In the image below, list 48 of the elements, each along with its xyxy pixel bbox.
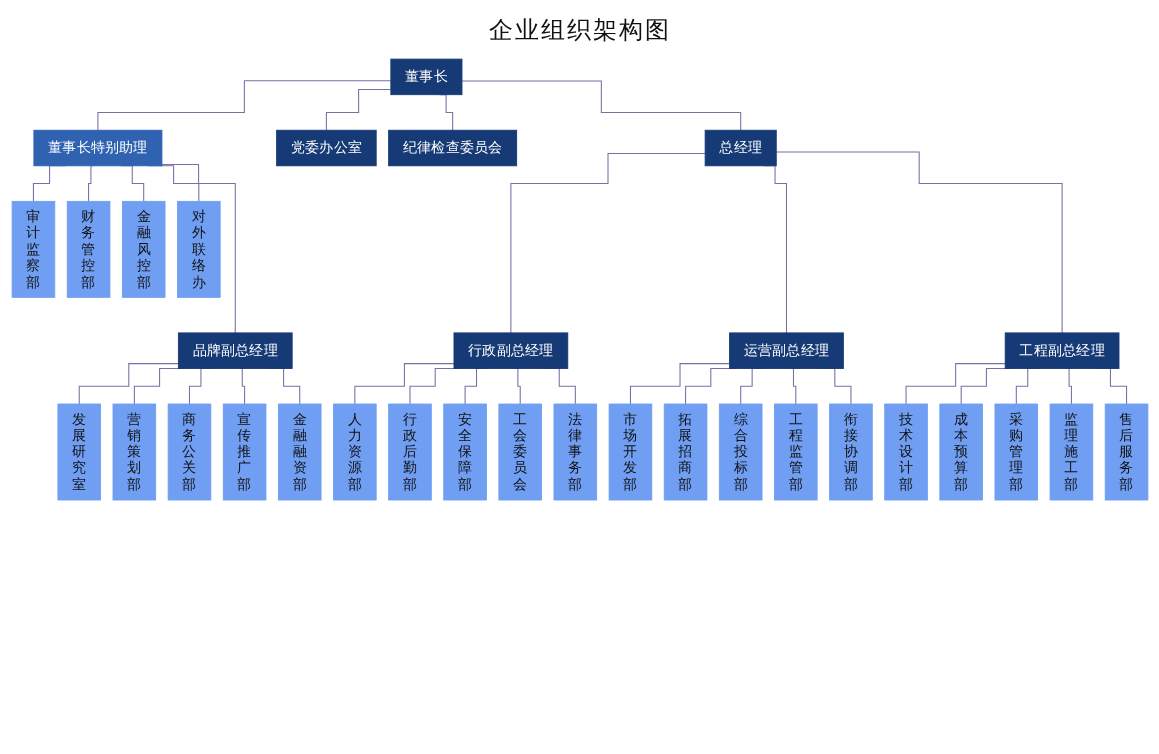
node-box: 人力资源部 xyxy=(332,403,377,501)
node-box: 监理施工部 xyxy=(1049,403,1093,501)
node-box: 对外联络办 xyxy=(176,200,221,298)
node-box: 总经理 xyxy=(704,129,777,167)
node-box: 行政副总经理 xyxy=(453,332,568,369)
connector xyxy=(460,80,741,131)
node-box: 审计监察部 xyxy=(11,200,55,298)
node-box: 市场开发部 xyxy=(608,403,652,501)
node-box: 金融风控部 xyxy=(121,200,165,298)
connector xyxy=(78,363,179,405)
node-box: 金融融资部 xyxy=(277,403,321,501)
diagram-title: 企业组织架构图 xyxy=(487,15,672,46)
connector xyxy=(790,367,796,405)
node-box: 纪律检查委员会 xyxy=(387,129,517,167)
connector xyxy=(629,363,730,405)
connector xyxy=(325,89,391,131)
connector xyxy=(514,367,521,405)
connector xyxy=(160,164,236,334)
connector xyxy=(775,151,1063,334)
node-box: 成本预算部 xyxy=(938,403,983,501)
connector xyxy=(1065,367,1072,405)
node-box: 品牌副总经理 xyxy=(177,332,293,369)
node-box: 党委办公室 xyxy=(275,129,377,167)
node-box: 董事长 xyxy=(389,58,462,96)
node-box: 工程副总经理 xyxy=(1004,332,1119,369)
connector xyxy=(509,153,706,334)
node-box: 综合投标部 xyxy=(718,403,762,501)
node-box: 采购管理部 xyxy=(994,403,1038,501)
node-box: 安全保障部 xyxy=(442,403,487,501)
node-box: 宣传推广部 xyxy=(222,403,266,501)
node-box: 工程监管部 xyxy=(773,403,818,501)
node-box: 运营副总经理 xyxy=(728,332,844,369)
node-box: 法律事务部 xyxy=(553,403,597,501)
node-box: 商务公关部 xyxy=(167,403,211,501)
node-box: 拓展招商部 xyxy=(663,403,707,501)
node-box: 董事长特别助理 xyxy=(32,129,162,167)
connector xyxy=(353,363,454,405)
node-box: 售后服务部 xyxy=(1104,403,1148,501)
node-box: 工会委员会 xyxy=(497,403,542,501)
connector xyxy=(96,80,391,131)
node-box: 技术设计部 xyxy=(883,403,928,501)
connector xyxy=(87,165,94,202)
connector xyxy=(905,363,1006,405)
node-box: 营销策划部 xyxy=(112,403,156,501)
node-box: 财务管控部 xyxy=(66,200,110,298)
node-box: 行政后勤部 xyxy=(387,403,432,501)
node-box: 发展研究室 xyxy=(56,403,101,501)
node-box: 衔接协调部 xyxy=(828,403,873,501)
